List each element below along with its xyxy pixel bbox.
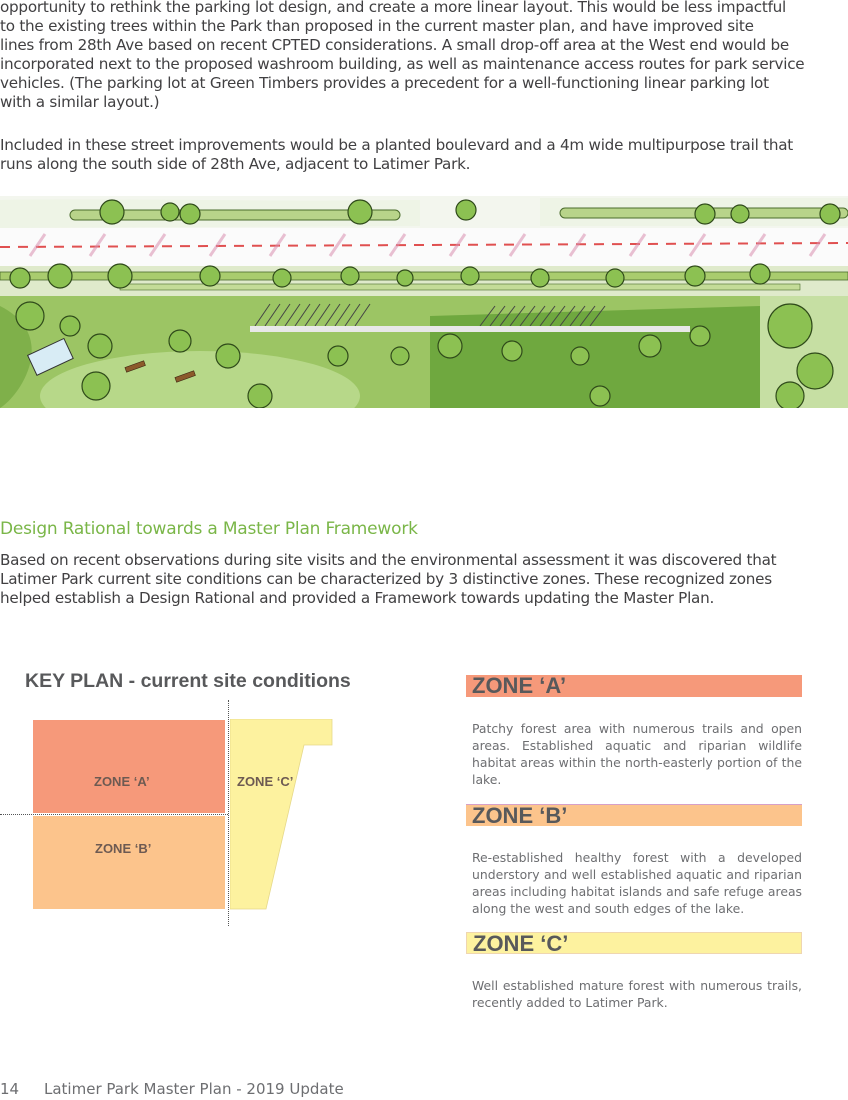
key-plan-divider-horizontal — [0, 814, 228, 815]
zone-a-description: Patchy forest area with numerous trails … — [472, 721, 802, 787]
site-plan-illustration — [0, 196, 848, 408]
paragraph-line: runs along the south side of 28th Ave, a… — [0, 155, 471, 173]
page-number: 14 — [0, 1080, 20, 1098]
zone-c-heading: ZONE ‘C’ — [466, 932, 802, 955]
zone-b-description: Re-established healthy forest with a dev… — [472, 850, 802, 916]
key-plan-zone-b-label: ZONE ‘B’ — [95, 841, 152, 856]
paragraph-line: lines from 28th Ave based on recent CPTE… — [0, 36, 789, 54]
paragraph-line: vehicles. (The parking lot at Green Timb… — [0, 74, 769, 92]
paragraph-line: Included in these street improvements wo… — [0, 136, 793, 154]
paragraph-line: Based on recent observations during site… — [0, 551, 777, 569]
paragraph-line: Latimer Park current site conditions can… — [0, 570, 772, 588]
key-plan-zone-c-label: ZONE ‘C’ — [237, 774, 294, 789]
key-plan-zone-a-label: ZONE ‘A’ — [94, 774, 150, 789]
section-title: Design Rational towards a Master Plan Fr… — [0, 519, 418, 539]
design-rational-paragraph: Based on recent observations during site… — [0, 551, 848, 608]
key-plan-zone-a — [33, 720, 225, 813]
key-plan-zone-c — [230, 719, 333, 910]
zone-a-heading: ZONE ‘A’ — [466, 675, 802, 697]
zone-b-heading: ZONE ‘B’ — [466, 804, 802, 827]
paragraph-line: to the existing trees within the Park th… — [0, 17, 754, 35]
document-title: Latimer Park Master Plan - 2019 Update — [44, 1080, 344, 1098]
key-plan-title: KEY PLAN - current site conditions — [25, 670, 351, 692]
paragraph-line: incorporated next to the proposed washro… — [0, 55, 805, 73]
page-footer: 14 Latimer Park Master Plan - 2019 Update — [0, 1080, 344, 1098]
paragraph-line: with a similar layout.) — [0, 93, 160, 111]
key-plan-divider-vertical — [228, 700, 229, 926]
intro-paragraph: opportunity to rethink the parking lot d… — [0, 0, 848, 112]
street-improvements-paragraph: Included in these street improvements wo… — [0, 136, 848, 174]
paragraph-line: opportunity to rethink the parking lot d… — [0, 0, 787, 16]
paragraph-line: helped establish a Design Rational and p… — [0, 589, 715, 607]
key-plan-zone-b — [33, 816, 225, 909]
zone-c-description: Well established mature forest with nume… — [472, 978, 802, 1010]
